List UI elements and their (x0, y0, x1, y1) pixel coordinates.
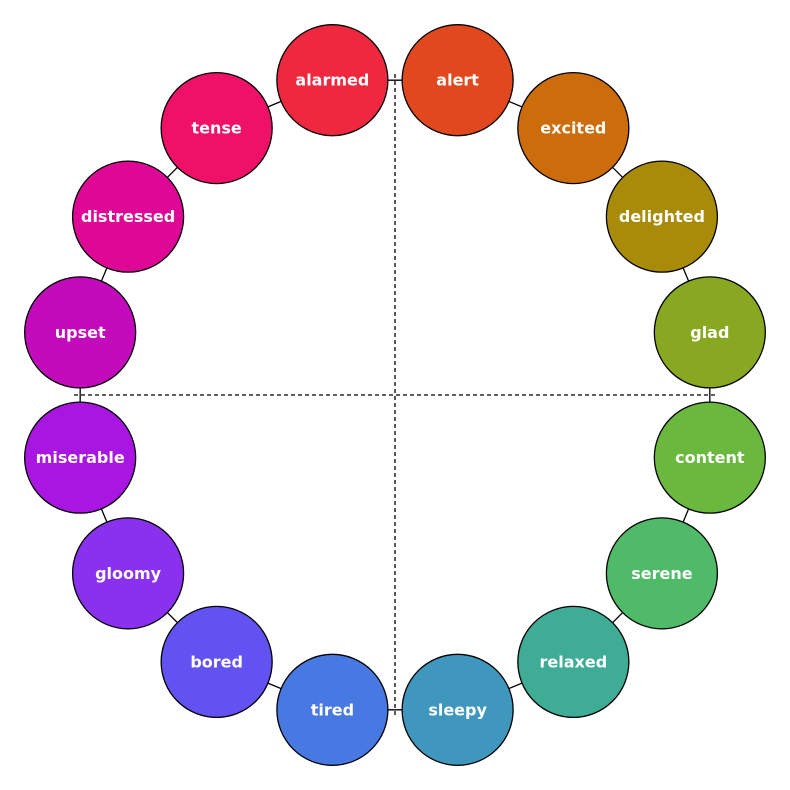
emotion-circle (276, 24, 389, 137)
emotion-circle (401, 24, 514, 137)
emotion-node-content: content (653, 401, 766, 514)
quadrant-axes (74, 74, 716, 716)
emotion-node-gloomy: gloomy (71, 517, 185, 630)
emotion-circle (276, 653, 389, 766)
emotion-circle (605, 517, 719, 630)
emotion-circle (517, 71, 630, 185)
emotion-label: upset (55, 323, 106, 342)
emotion-label: miserable (36, 448, 125, 467)
emotion-node-bored: bored (160, 605, 273, 719)
emotion-node-serene: serene (605, 517, 719, 630)
emotion-node-alarmed: alarmed (276, 24, 389, 137)
emotion-node-tense: tense (160, 71, 273, 185)
emotion-label: relaxed (540, 652, 608, 671)
emotion-node-relaxed: relaxed (517, 605, 630, 719)
emotion-label: content (675, 448, 745, 467)
emotion-node-miserable: miserable (24, 401, 137, 514)
emotion-circle (24, 276, 137, 389)
emotion-label: serene (631, 564, 693, 583)
emotion-label: excited (540, 119, 606, 138)
emotion-label: alarmed (295, 71, 369, 90)
emotion-circle (605, 160, 719, 273)
emotion-label: alert (436, 71, 479, 90)
emotion-circle (71, 517, 185, 630)
emotion-circle (24, 401, 137, 514)
emotion-label: glad (690, 323, 729, 342)
emotion-node-glad: glad (653, 276, 766, 389)
emotion-label: gloomy (95, 564, 162, 583)
emotion-circle (653, 401, 766, 514)
emotion-circle (653, 276, 766, 389)
emotion-circle (160, 71, 273, 185)
emotion-node-upset: upset (24, 276, 137, 389)
emotion-node-tired: tired (276, 653, 389, 766)
emotion-circle (71, 160, 185, 273)
emotion-nodes: alert excited delighted glad content serene re… (24, 24, 766, 766)
emotion-circle (517, 605, 630, 719)
emotion-node-delighted: delighted (605, 160, 719, 273)
emotion-circle (401, 653, 514, 766)
emotion-label: bored (190, 652, 243, 671)
emotion-label: tired (311, 700, 354, 719)
emotion-node-alert: alert (401, 24, 514, 137)
emotion-label: delighted (619, 207, 705, 226)
emotion-node-excited: excited (517, 71, 630, 185)
emotion-label: tense (192, 119, 242, 138)
emotion-node-sleepy: sleepy (401, 653, 514, 766)
emotion-label: distressed (81, 207, 175, 226)
emotion-node-distressed: distressed (71, 160, 185, 273)
emotion-circle (160, 605, 273, 719)
emotion-label: sleepy (428, 700, 487, 719)
